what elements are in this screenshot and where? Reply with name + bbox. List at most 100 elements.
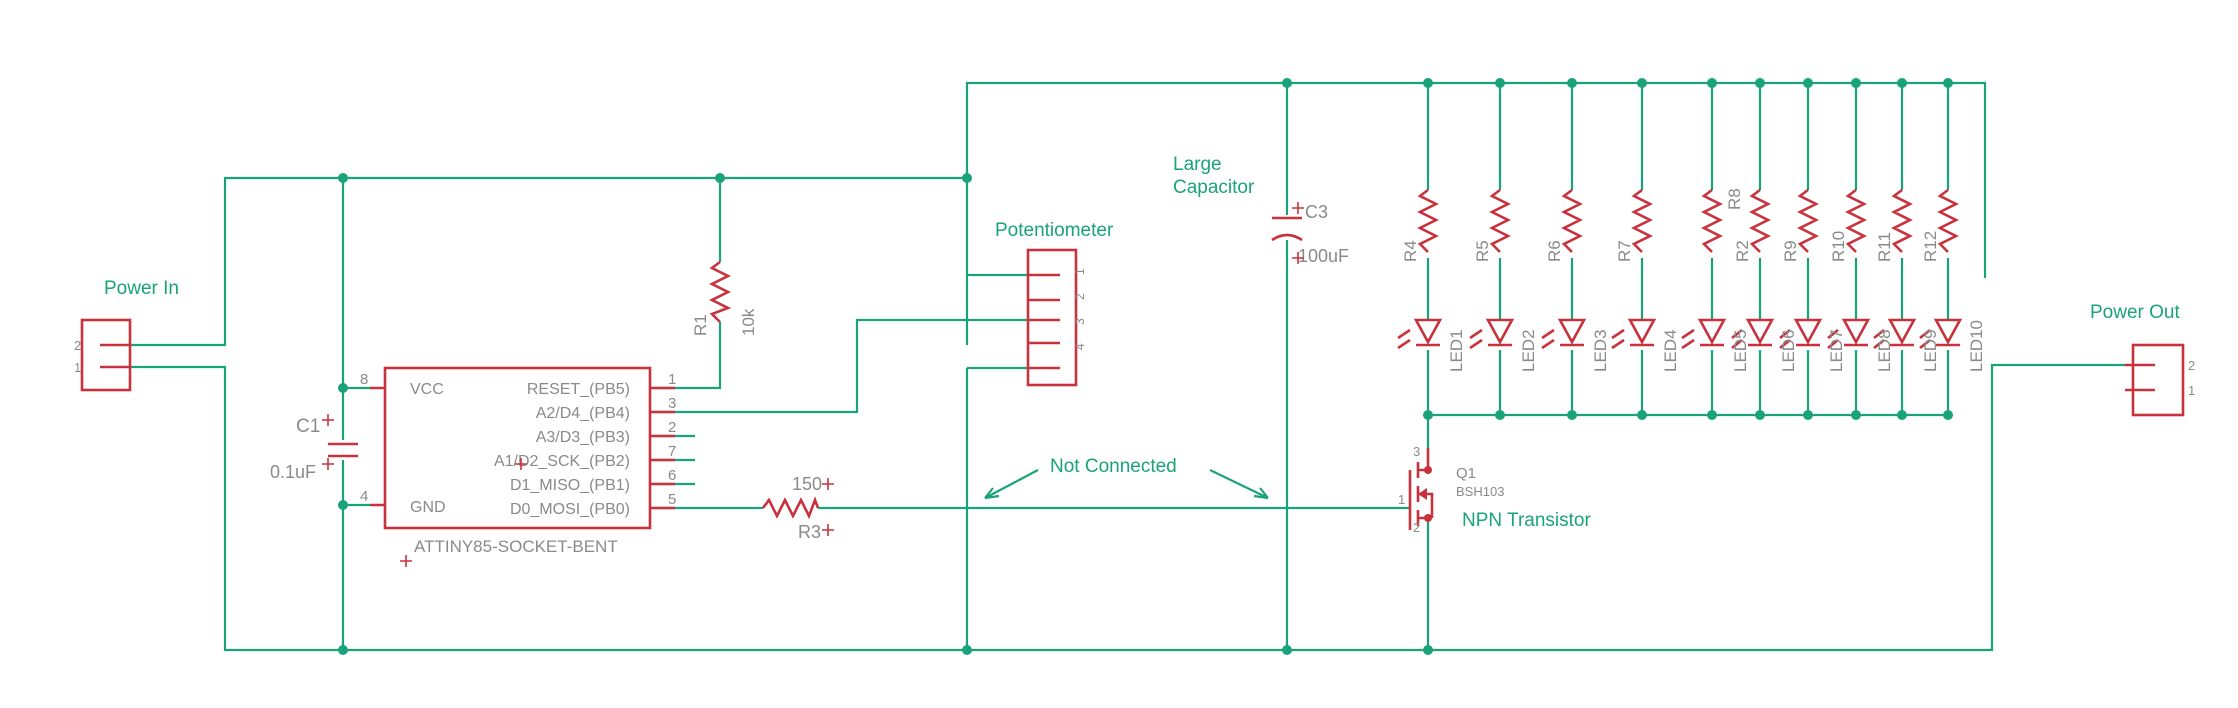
ic-pin-num: 1 [668, 371, 676, 388]
c3-ref: C3 [1305, 202, 1328, 222]
q1-value: BSH103 [1456, 484, 1504, 499]
led-label: LED7 [1827, 329, 1846, 372]
junction-dot [1943, 78, 1953, 88]
junction-dot [338, 383, 348, 393]
junction-dot [1851, 410, 1861, 420]
led-symbols [1413, 318, 1963, 347]
ic-pin-num: 8 [360, 371, 368, 388]
r1-wire [650, 178, 722, 390]
q1-pin-1: 1 [1398, 492, 1405, 507]
gnd-rail [130, 363, 2125, 652]
ic-pin-name: A1/D2_SCK_(PB2) [494, 453, 630, 470]
resistor-label: R8 [1725, 188, 1744, 210]
power-out-pin-1: 1 [2188, 383, 2195, 398]
resistor-label: R6 [1545, 240, 1564, 262]
ic-vcc-wire [341, 178, 370, 390]
led-section: R4 R5 R6 R7 R8 R2 R9 R10 R11 R12 LED1 LE… [1397, 188, 1986, 372]
q1-pin-2: 2 [1413, 520, 1420, 535]
junction-dot [715, 173, 725, 183]
junction-dot [1755, 78, 1765, 88]
led-label: LED8 [1875, 329, 1894, 372]
junction-dot [1282, 78, 1292, 88]
ic-pin-num: 2 [668, 419, 676, 436]
c3-capacitor: Large Capacitor C3 100uF [1173, 154, 1349, 266]
power-out-label: Power Out [2090, 302, 2180, 323]
junction-dot [1803, 78, 1813, 88]
c1-capacitor: C1 0.1uF [270, 414, 358, 482]
not-connected-annotation: Not Connected [984, 456, 1269, 500]
ic-pin-num: 5 [668, 491, 676, 508]
ic-pin-num: 7 [668, 443, 676, 460]
junction-dot [1851, 78, 1861, 88]
junction-dot [1943, 410, 1953, 420]
ic-pin-name: RESET_(PB5) [527, 381, 630, 398]
led-label: LED9 [1921, 329, 1940, 372]
c3-value: 100uF [1298, 246, 1349, 266]
power-in-label: Power In [104, 278, 179, 299]
r1-resistor: R1 10k [691, 260, 758, 336]
resistor-label: R9 [1781, 240, 1800, 262]
resistor-label: R5 [1473, 240, 1492, 262]
pot-pin: 3 [1073, 318, 1087, 325]
ic-pin-name: A3/D3_(PB3) [536, 429, 630, 446]
led-label: LED4 [1661, 329, 1680, 372]
resistor-zigzags [1417, 188, 1959, 253]
junction-dot [1423, 410, 1433, 420]
junction-dot [1897, 410, 1907, 420]
ic-pin-name: VCC [410, 381, 444, 398]
pot-pin: 1 [1073, 268, 1087, 275]
led-label: LED10 [1967, 320, 1986, 372]
junction-dot [1567, 78, 1577, 88]
junction-dot [1495, 410, 1505, 420]
ic-pin-num: 3 [668, 395, 676, 412]
c1-ref: C1 [296, 416, 320, 437]
q1-pin-3: 3 [1413, 444, 1420, 459]
vcc-rail [130, 176, 967, 347]
ic-gnd-wire [341, 503, 370, 650]
large-capacitor-label-2: Capacitor [1173, 177, 1255, 198]
r3-resistor: 150 R3 [761, 474, 834, 542]
ic-pin-name: D1_MISO_(PB1) [510, 477, 630, 494]
ic-name: ATTINY85-SOCKET-BENT [414, 537, 618, 556]
junction-dot [1567, 410, 1577, 420]
wires [130, 81, 2125, 652]
ic-pin-name: A2/D4_(PB4) [536, 405, 630, 422]
pot-pin: 2 [1073, 293, 1087, 300]
power-out-connector: 2 1 Power Out [2090, 302, 2195, 417]
junction-dot [1897, 78, 1907, 88]
pb4-wire [650, 318, 1028, 414]
junction-dot [1637, 410, 1647, 420]
led-label: LED3 [1591, 329, 1610, 372]
resistor-label: R11 [1875, 232, 1894, 262]
r3-ref: R3 [798, 522, 821, 542]
junction-dot [338, 645, 348, 655]
r1-ref: R1 [691, 314, 710, 336]
ic-pin-num: 4 [360, 488, 368, 505]
power-in-connector: 2 1 Power In [74, 278, 179, 392]
junction-dot [1423, 78, 1433, 88]
ic-pin-num: 6 [668, 467, 676, 484]
potentiometer-label: Potentiometer [995, 220, 1114, 241]
potentiometer: 1 2 3 4 Potentiometer [995, 220, 1114, 387]
junction-dot [1707, 78, 1717, 88]
led-label: LED5 [1731, 329, 1750, 372]
junction-dot [338, 173, 348, 183]
led-label: LED6 [1779, 329, 1798, 372]
resistor-label: R2 [1733, 240, 1752, 262]
large-capacitor-label-1: Large [1173, 154, 1222, 175]
junction-dot [1755, 410, 1765, 420]
ic-pin-name: GND [410, 499, 446, 516]
junction-dot [1707, 410, 1717, 420]
junction-dot [1495, 78, 1505, 88]
junction-dot [962, 645, 972, 655]
power-out-pin-2: 2 [2188, 358, 2195, 373]
resistor-label: R4 [1401, 240, 1420, 262]
led-arrows [1397, 328, 1931, 350]
junction-dot [1803, 410, 1813, 420]
q1-transistor: 3 1 2 Q1 BSH103 NPN Transistor [1398, 444, 1591, 535]
junctions [338, 78, 1953, 655]
led-columns [1426, 83, 1950, 415]
ic-pin-name: D0_MOSI_(PB0) [510, 501, 630, 518]
npn-transistor-label: NPN Transistor [1462, 510, 1591, 531]
